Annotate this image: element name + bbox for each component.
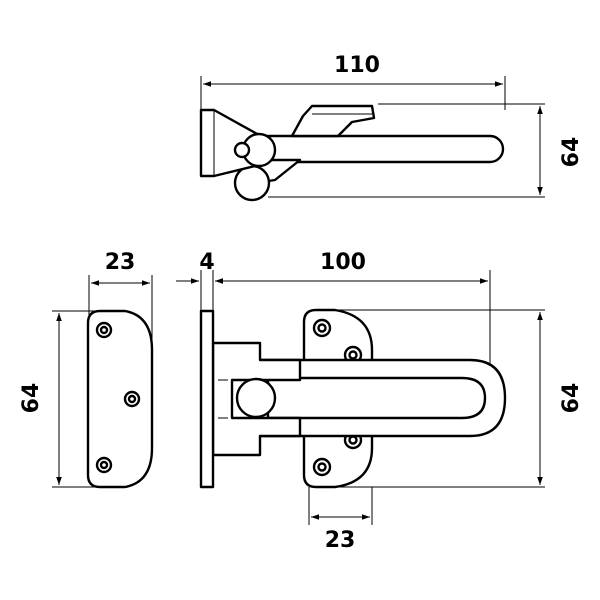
mounting-plate-outline [86,309,154,489]
dimension-label-thickness: 4 [199,250,214,275]
top-knuckle-circle [233,164,271,202]
dimension-top-length: 110 [200,53,506,112]
top-pivot-hole [233,141,251,159]
bracket-screw-hole [312,457,332,477]
plate-screw-hole [95,456,113,474]
hinge-pivot-circle [235,377,277,419]
dimension-label-plate-width: 23 [105,250,136,275]
dimension-bracket-width: 23 [308,487,373,553]
dimension-plate-width: 23 [88,250,153,346]
swing-arm-slot [266,376,487,420]
dimension-top-height: 64 [268,103,584,198]
bracket-screw-hole [312,318,332,338]
dimension-plate-height: 64 [19,310,104,488]
dimension-arm-length: 100 [215,250,491,372]
front-view: 4 100 64 23 [176,250,584,553]
top-hook-outline [290,104,376,138]
plate-view: 23 64 [19,250,154,489]
door-plate-edge [199,309,215,489]
dimension-label-bracket-width: 23 [325,528,356,553]
plate-screw-hole [95,321,113,339]
dimension-label-right-height: 64 [559,383,584,414]
dimension-label-top-length: 110 [334,53,380,78]
dimension-right-height: 64 [325,309,584,488]
hinge-base-outline [211,341,302,457]
top-arm-outline [266,134,505,164]
top-view: 110 64 [199,53,584,202]
plate-screw-hole [123,390,141,408]
dimension-label-plate-height: 64 [19,383,44,414]
dimension-label-arm-length: 100 [320,250,366,275]
dimension-label-top-height: 64 [559,137,584,168]
